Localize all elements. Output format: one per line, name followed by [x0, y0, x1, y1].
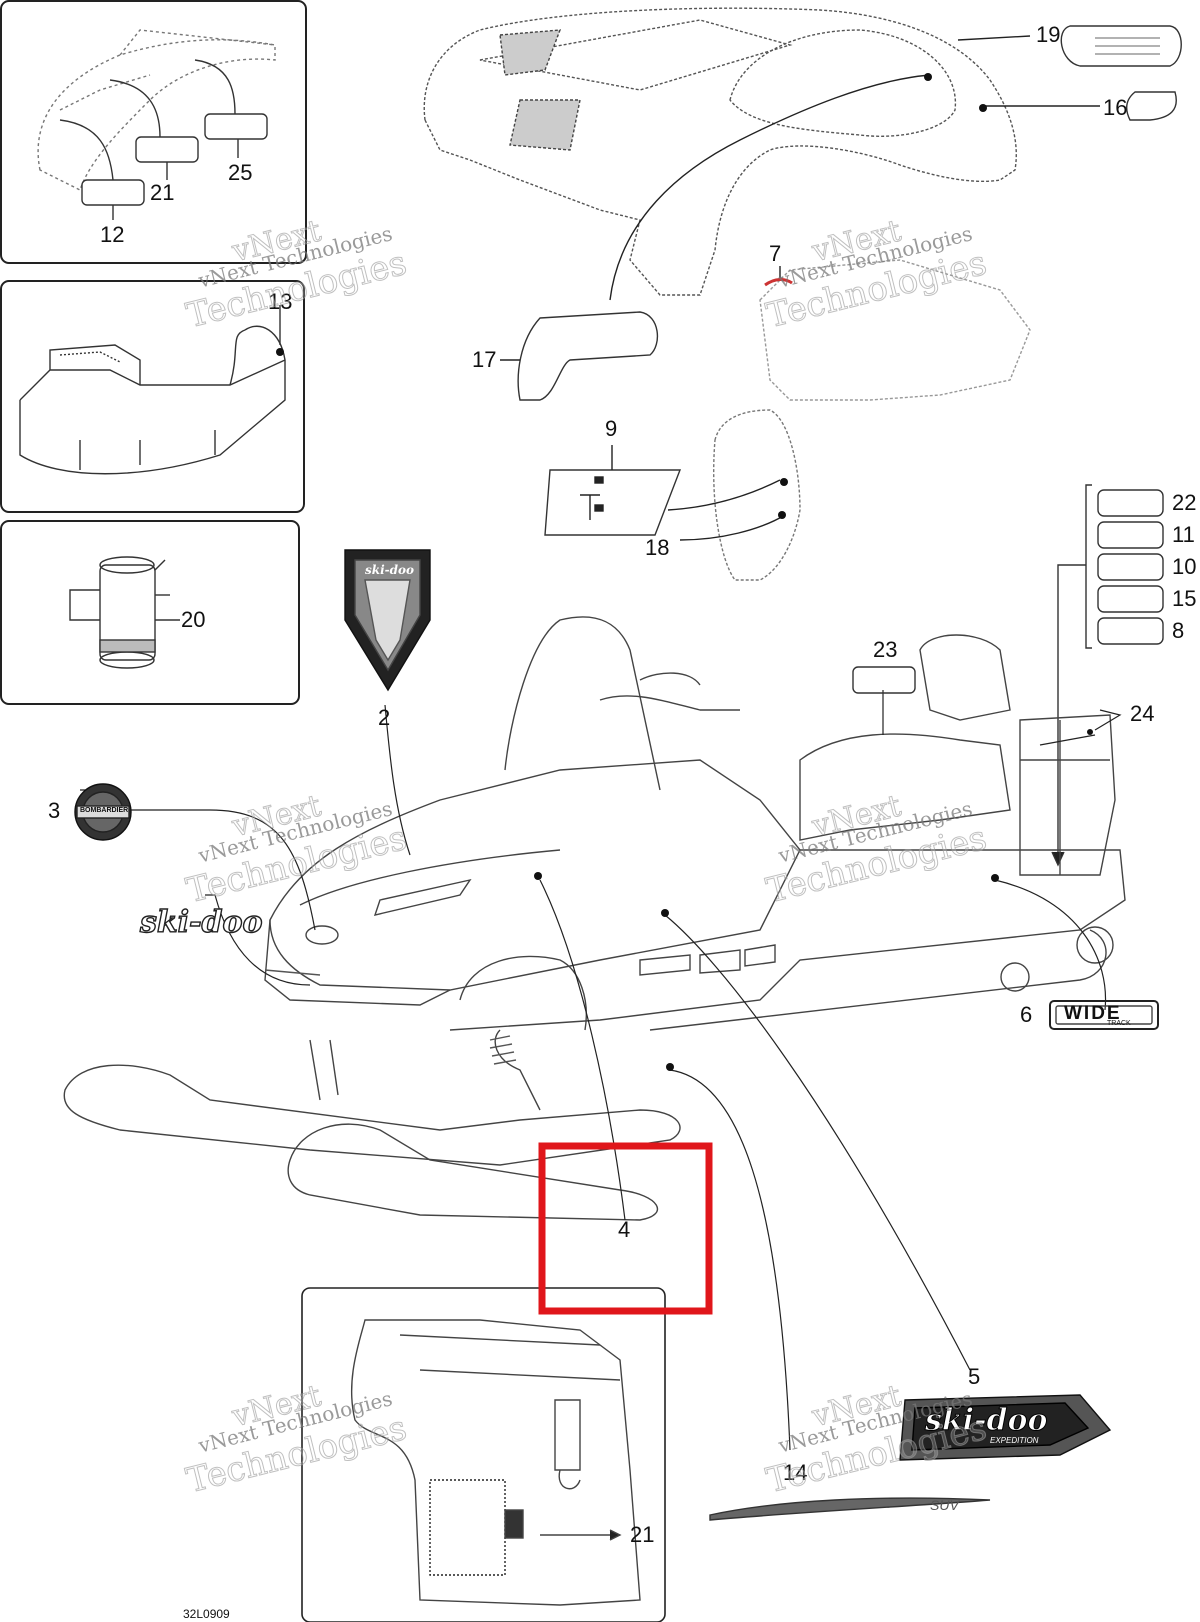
callout-8: 8	[1172, 618, 1185, 643]
callout-11: 11	[1172, 522, 1195, 547]
callout-15: 15	[1172, 586, 1197, 611]
callout-16: 16	[1103, 95, 1128, 120]
callout-17: 17	[472, 347, 497, 372]
decal-5-skidoo: ski-doo	[925, 1403, 1049, 1439]
callout-13: 13	[268, 289, 293, 314]
suv-text: SUV	[930, 1497, 959, 1513]
inset-frame-1	[0, 0, 307, 264]
highlight-box	[538, 1142, 713, 1315]
emblem-2	[344, 549, 431, 692]
callout-14: 14	[783, 1460, 808, 1485]
callout-7: 7	[769, 241, 782, 266]
hood-part	[423, 7, 1017, 296]
callout-9: 9	[605, 416, 618, 441]
callout-24: 24	[1130, 701, 1155, 726]
bombardier-text: BOMBARDIER	[80, 807, 129, 814]
decal-9	[544, 469, 682, 536]
callout-20: 20	[181, 607, 206, 632]
leader-lines	[80, 690, 1122, 1451]
decal-5	[899, 1394, 1112, 1461]
callout-23: 23	[873, 637, 898, 662]
snowmobile-body	[63, 616, 1126, 1221]
callout-3: 3	[48, 798, 61, 823]
inset-4-part	[350, 1319, 641, 1606]
callout-10: 10	[1172, 554, 1197, 579]
callout-12: 12	[100, 222, 125, 247]
callout-21-bottom: 21	[630, 1522, 655, 1547]
skidoo-decal: ski-doo	[139, 904, 263, 940]
callout-19: 19	[1036, 22, 1061, 47]
callout-22: 22	[1172, 490, 1197, 515]
callout-4: 4	[618, 1217, 631, 1242]
inset-1-part	[37, 29, 276, 191]
decal-23	[852, 666, 916, 694]
inset-2-part	[19, 305, 286, 475]
inset-3-part	[69, 556, 180, 669]
callout-21: 21	[150, 180, 175, 205]
track-text: TRACK	[1107, 1020, 1131, 1027]
decal-17	[517, 311, 659, 401]
label-stack	[1051, 484, 1164, 867]
callout-18: 18	[645, 535, 670, 560]
wide-text: WIDE	[1064, 1003, 1122, 1024]
side-panel-18	[713, 409, 801, 581]
callout-25: 25	[228, 160, 253, 185]
expedition-text: EXPEDITION	[990, 1436, 1039, 1445]
decal-14	[709, 1497, 991, 1521]
decal-16	[1126, 91, 1177, 121]
callout-5: 5	[968, 1364, 981, 1389]
decal-19	[1060, 25, 1182, 67]
inset-frame-3	[0, 520, 300, 705]
console-part	[759, 259, 1031, 401]
inset-frame-4	[301, 1287, 666, 1622]
drawing-code: 32L0909	[183, 1607, 230, 1621]
decal-6	[1049, 1000, 1159, 1030]
inset-1-labels	[59, 59, 268, 220]
callout-6: 6	[1020, 1002, 1033, 1027]
emblem-2-text: ski-doo	[365, 563, 415, 577]
callout-2: 2	[378, 705, 391, 730]
inset-frame-2	[0, 280, 305, 513]
emblem-3	[74, 783, 132, 841]
